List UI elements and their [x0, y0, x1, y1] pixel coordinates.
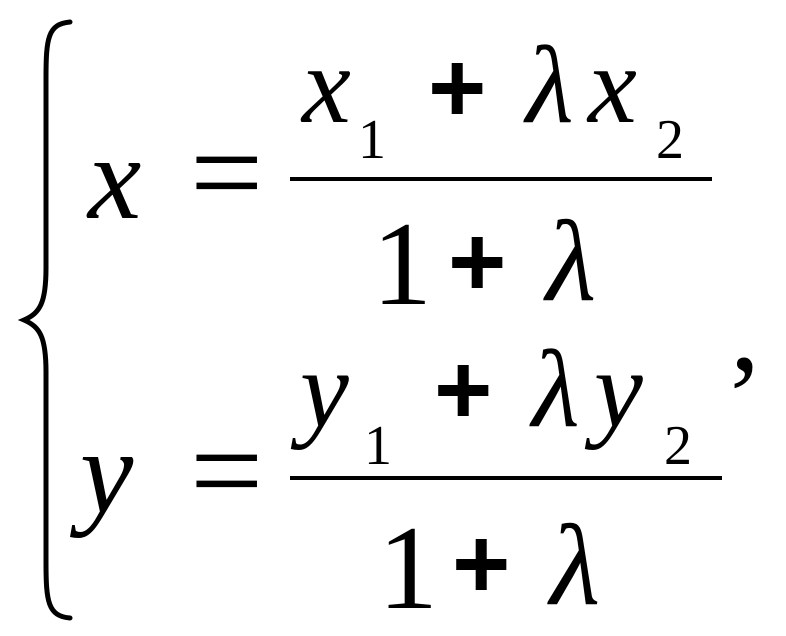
left-curly-brace	[18, 19, 73, 621]
fraction-bar-x	[290, 177, 712, 181]
subscript-1: 1	[364, 415, 392, 477]
lhs-variable-y: y	[80, 405, 134, 538]
numerator-var-y2: y	[594, 328, 643, 450]
lambda-symbol: λ	[546, 198, 597, 326]
denominator-one: 1	[372, 197, 432, 330]
fraction-bar-y	[290, 476, 722, 480]
numerator-var-y1: y	[300, 328, 349, 450]
numerator-var-x2: x	[588, 24, 637, 146]
numerator-var-x1: x	[302, 24, 351, 146]
equals-sign: =	[190, 399, 264, 543]
plus-sign: +	[452, 508, 511, 620]
subscript-2: 2	[664, 415, 692, 477]
lambda-symbol: λ	[526, 24, 574, 146]
trailing-comma: ,	[730, 263, 760, 396]
lambda-symbol: λ	[532, 328, 580, 450]
plus-sign: +	[448, 206, 507, 318]
subscript-2: 2	[656, 109, 684, 171]
lambda-symbol: λ	[550, 502, 601, 630]
subscript-1: 1	[358, 109, 386, 171]
equals-sign: =	[190, 101, 264, 245]
denominator-one: 1	[378, 501, 438, 634]
plus-sign: +	[434, 334, 493, 446]
plus-sign: +	[428, 32, 487, 144]
lhs-variable-x: x	[88, 111, 142, 244]
